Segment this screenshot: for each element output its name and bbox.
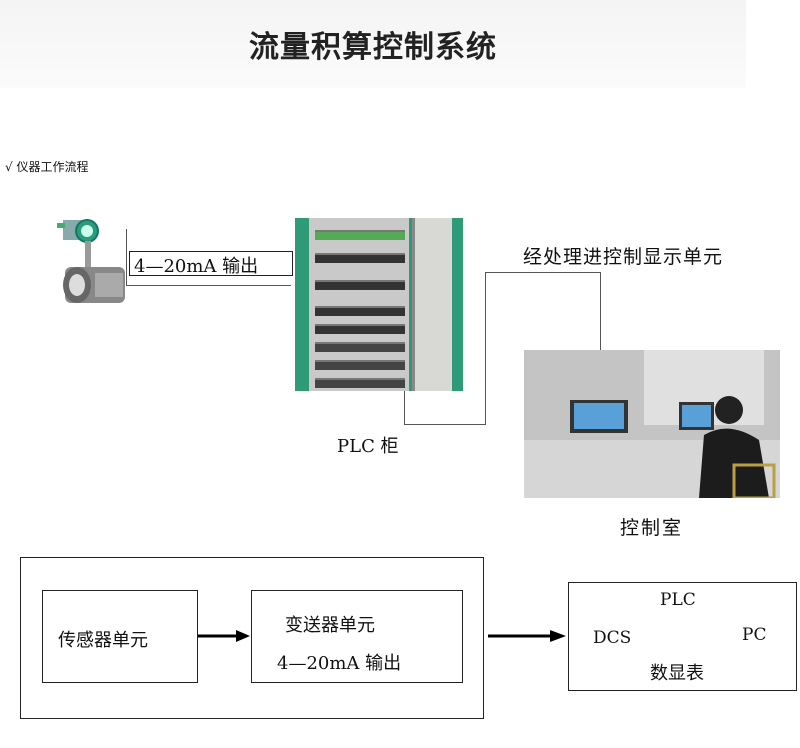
control-room-image [524,350,780,498]
connector-line [485,272,486,425]
plc-caption: PLC 柜 [337,436,399,457]
page-title: 流量积算控制系统 [249,30,497,65]
target-pc: PC [742,625,767,645]
section-heading: √ 仪器工作流程 [5,160,89,174]
connector-line [126,229,127,286]
target-dcs: DCS [593,628,632,648]
signal-label-box [129,251,293,276]
sensor-unit-box [42,590,198,683]
connector-line [485,272,601,273]
flowmeter-image [57,219,125,303]
connector-line [600,272,601,350]
target-display: 数显表 [650,663,704,684]
transmitter-unit-box [251,590,463,683]
plc-cabinet-image [295,218,463,391]
control-room-caption: 控制室 [620,517,684,539]
transmitter-unit-label: 变送器单元 [285,615,375,636]
sensor-unit-label: 传感器单元 [58,630,148,651]
process-label: 经处理进控制显示单元 [523,246,724,268]
target-plc: PLC [660,590,696,610]
transmitter-output-label: 4—20mA 输出 [277,653,402,674]
connector-line [404,424,486,425]
instrument-group-box [20,557,484,719]
connector-line [404,391,405,425]
control-targets-box [568,582,797,691]
arrow-icon [198,630,250,642]
arrow-icon [488,630,566,642]
connector-line [126,285,291,286]
signal-label: 4—20mA 输出 [134,256,259,277]
title-banner [0,0,746,88]
